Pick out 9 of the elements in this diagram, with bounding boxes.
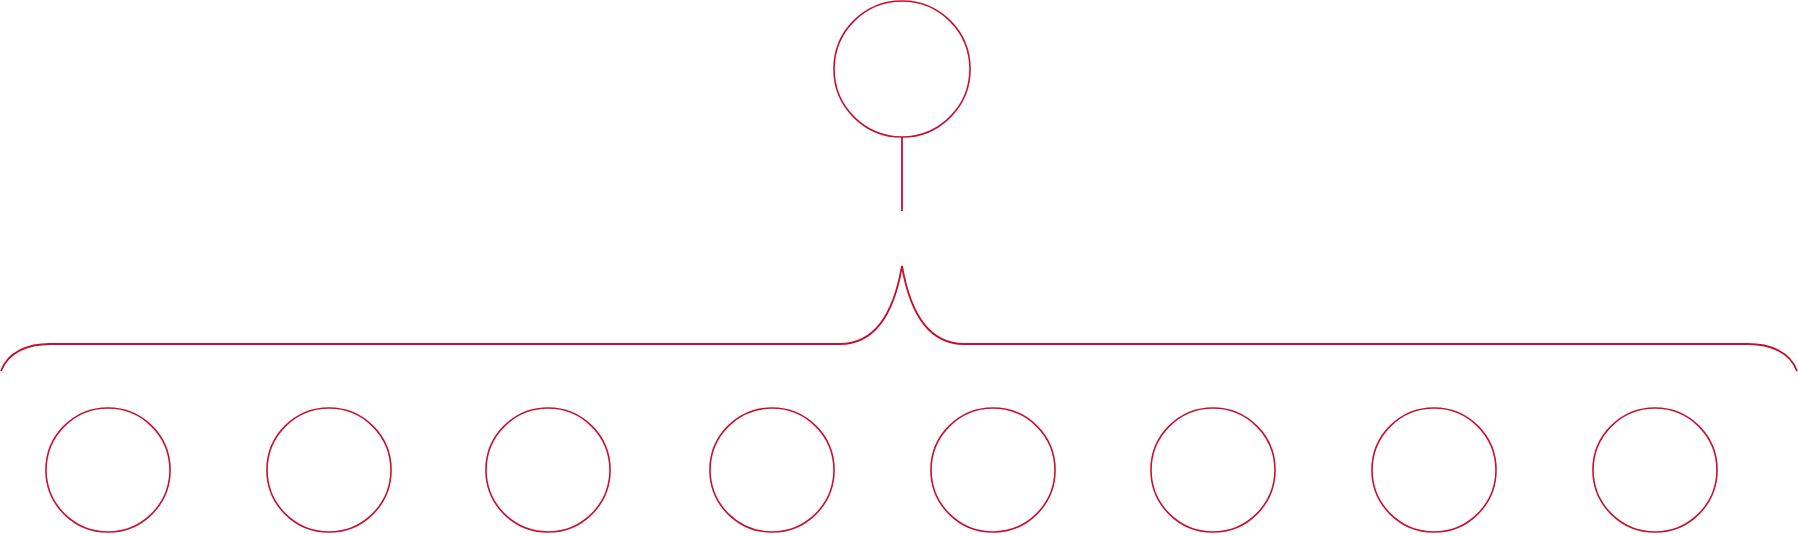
empty-circle (1592, 407, 1718, 533)
empty-circle (709, 407, 835, 533)
empty-circle (45, 407, 171, 533)
empty-circle (1150, 407, 1276, 533)
empty-circle (930, 407, 1056, 533)
empty-circle (266, 407, 392, 533)
empty-circle (1371, 407, 1497, 533)
empty-circle (833, 0, 971, 138)
empty-circle (485, 407, 611, 533)
